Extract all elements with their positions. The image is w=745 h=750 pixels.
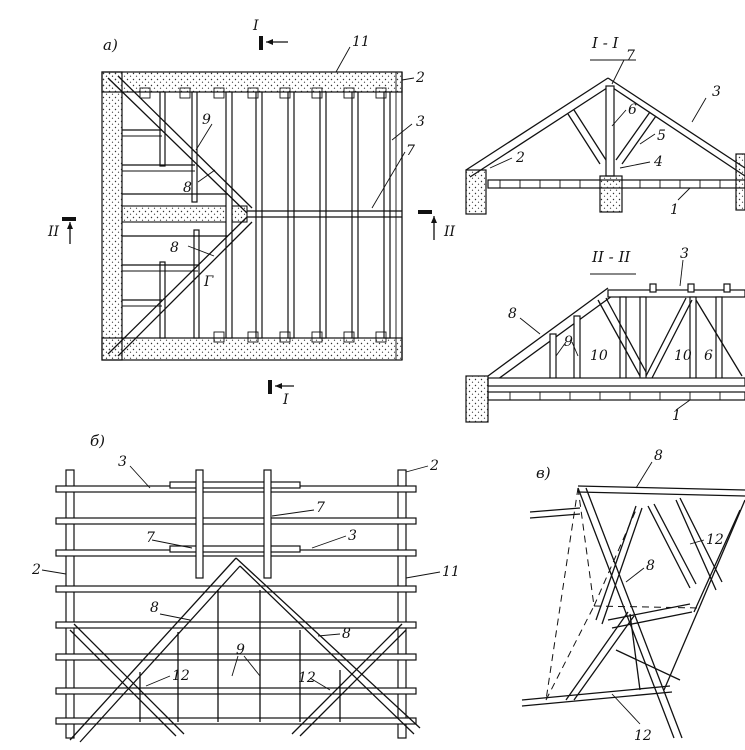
section-i-i: I - I: [465, 34, 745, 218]
callout-3: 3: [416, 114, 425, 130]
callout-7b-b: 7: [146, 530, 155, 546]
section-mark-ii-right: II: [443, 224, 456, 240]
panel-a-label: а): [103, 36, 118, 54]
callout-8-b: 8: [150, 600, 159, 616]
callout-12b-c: 12: [634, 728, 652, 744]
section-i-title: I - I: [591, 34, 620, 52]
bottom-wall: [101, 337, 403, 361]
callout-8-s2: 8: [508, 306, 517, 322]
callout-6-s2: 6: [704, 348, 713, 364]
callout-1-s2: 1: [672, 408, 681, 424]
callout-1-s1: 1: [670, 202, 679, 218]
callout-11: 11: [352, 34, 370, 50]
callout-3b-b: 3: [348, 528, 357, 544]
callout-4-s1: 4: [653, 154, 663, 170]
callout-2-s1: 2: [515, 150, 525, 166]
callout-12-b: 12: [172, 668, 190, 684]
callout-2: 2: [415, 70, 425, 86]
callout-9-b: 9: [236, 642, 245, 658]
callout-8-c: 8: [654, 448, 663, 464]
panel-c-label: в): [536, 464, 551, 482]
section-mark-i-bottom: I: [282, 392, 289, 408]
callout-8b-b: 8: [342, 626, 351, 642]
section-ii-title: II - II: [591, 248, 631, 266]
hip-rafter-upper: [107, 77, 248, 214]
panel-b-rafters: [55, 485, 417, 725]
middle-wall: [121, 205, 248, 223]
callout-12-c: 12: [706, 532, 724, 548]
callout-8: 8: [183, 180, 192, 196]
plan-jack-rafters: [122, 129, 228, 307]
callout-9: 9: [202, 112, 211, 128]
callout-g: Г: [203, 274, 214, 290]
section-marks-a: [62, 36, 437, 394]
panel-a-plan: а) 11 2 3 9 8 7 8 Г I I II II: [47, 18, 456, 408]
callout-12b-b: 12: [298, 670, 316, 686]
callout-7-b: 7: [316, 500, 325, 516]
callout-8b: 8: [170, 240, 179, 256]
king-post: [605, 85, 615, 177]
callout-9-s2: 9: [564, 334, 573, 350]
hip-rafter-lower: [107, 216, 248, 355]
callout-10a-s2: 10: [590, 348, 608, 364]
callout-8b-c: 8: [646, 558, 655, 574]
left-wall: [101, 71, 123, 361]
callout-11-b: 11: [442, 564, 460, 580]
section-ii-ii: II - II: [465, 246, 745, 424]
callout-7: 7: [406, 143, 415, 159]
section-mark-i-top: I: [252, 18, 259, 34]
callout-3-b: 3: [118, 454, 127, 470]
callout-2-b: 2: [429, 458, 439, 474]
callout-3-s2: 3: [680, 246, 689, 262]
callout-6-s1: 6: [628, 102, 637, 118]
callout-5-s1: 5: [657, 128, 666, 144]
callout-3-s1: 3: [712, 84, 721, 100]
callout-2b-b: 2: [31, 562, 41, 578]
callout-10b-s2: 10: [674, 348, 692, 364]
plan-rafters: [159, 91, 391, 339]
panel-c-perspective: в): [521, 448, 745, 744]
section-mark-ii-left: II: [47, 224, 60, 240]
top-wall: [101, 71, 403, 93]
panel-b-label: б): [90, 432, 105, 450]
callout-7-s1: 7: [626, 48, 635, 64]
panel-b-plan: б): [31, 432, 460, 743]
